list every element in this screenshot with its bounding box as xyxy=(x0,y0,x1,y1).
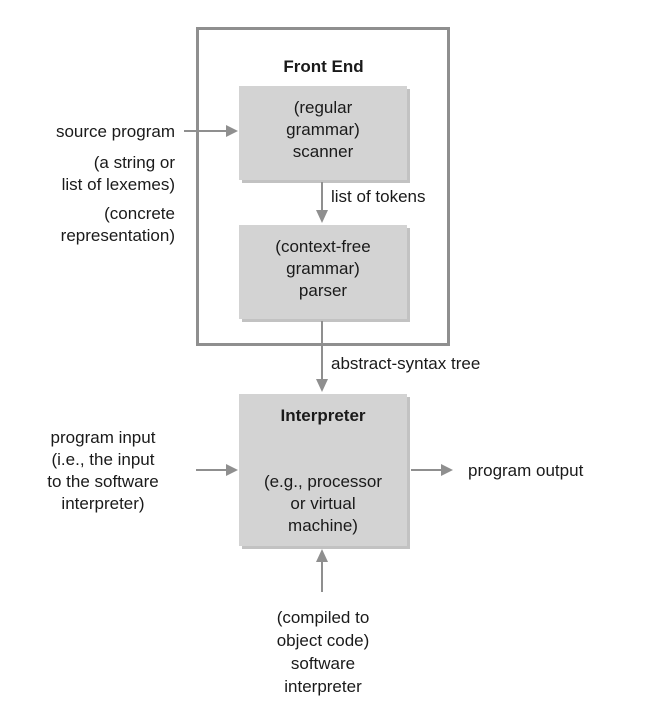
interpreter-label-line3: machine) xyxy=(288,516,358,535)
scanner-label-line1: (regular xyxy=(293,98,353,117)
scanner-box xyxy=(239,86,407,180)
concrete-label-line2: representation) xyxy=(60,226,175,245)
source-program-label: source program xyxy=(55,122,175,141)
program-output-label: program output xyxy=(468,461,584,480)
program-input-line2: (i.e., the input xyxy=(51,450,155,469)
list-of-tokens-label: list of tokens xyxy=(331,187,426,206)
interpreter-title: Interpreter xyxy=(280,406,366,425)
program-input-line1: program input xyxy=(50,428,156,447)
arrowhead-software-to-interpreter xyxy=(316,549,328,562)
parser-box xyxy=(239,225,407,319)
scanner-label-line3: scanner xyxy=(292,142,354,161)
compiled-label-line4: interpreter xyxy=(284,677,362,696)
scanner-label-line2: grammar) xyxy=(286,120,360,139)
string-label-line2: list of lexemes) xyxy=(61,175,175,194)
arrowhead-scanner-to-parser xyxy=(316,210,328,223)
abstract-syntax-tree-label: abstract-syntax tree xyxy=(331,354,481,373)
program-input-line4: interpreter) xyxy=(61,494,145,513)
compiled-label-line1: (compiled to xyxy=(276,608,370,627)
parser-label-line2: grammar) xyxy=(286,259,360,278)
interpreter-label-line2: or virtual xyxy=(290,494,356,513)
arrowhead-source-to-scanner xyxy=(226,125,238,137)
compiled-label-line3: software xyxy=(290,654,356,673)
concrete-label-line1: (concrete xyxy=(104,204,175,223)
compiled-label-line2: object code) xyxy=(276,631,370,650)
interpreter-box xyxy=(239,394,407,546)
arrowhead-parser-to-interpreter xyxy=(316,379,328,392)
parser-label-line1: (context-free xyxy=(275,237,371,256)
interpreter-label-line1: (e.g., processor xyxy=(263,472,383,491)
arrowhead-input-to-interpreter xyxy=(226,464,238,476)
program-input-line3: to the software xyxy=(47,472,159,491)
arrowhead-interpreter-to-output xyxy=(441,464,453,476)
parser-label-line3: parser xyxy=(298,281,348,300)
front-end-title: Front End xyxy=(283,57,364,76)
string-label-line1: (a string or xyxy=(93,153,175,172)
